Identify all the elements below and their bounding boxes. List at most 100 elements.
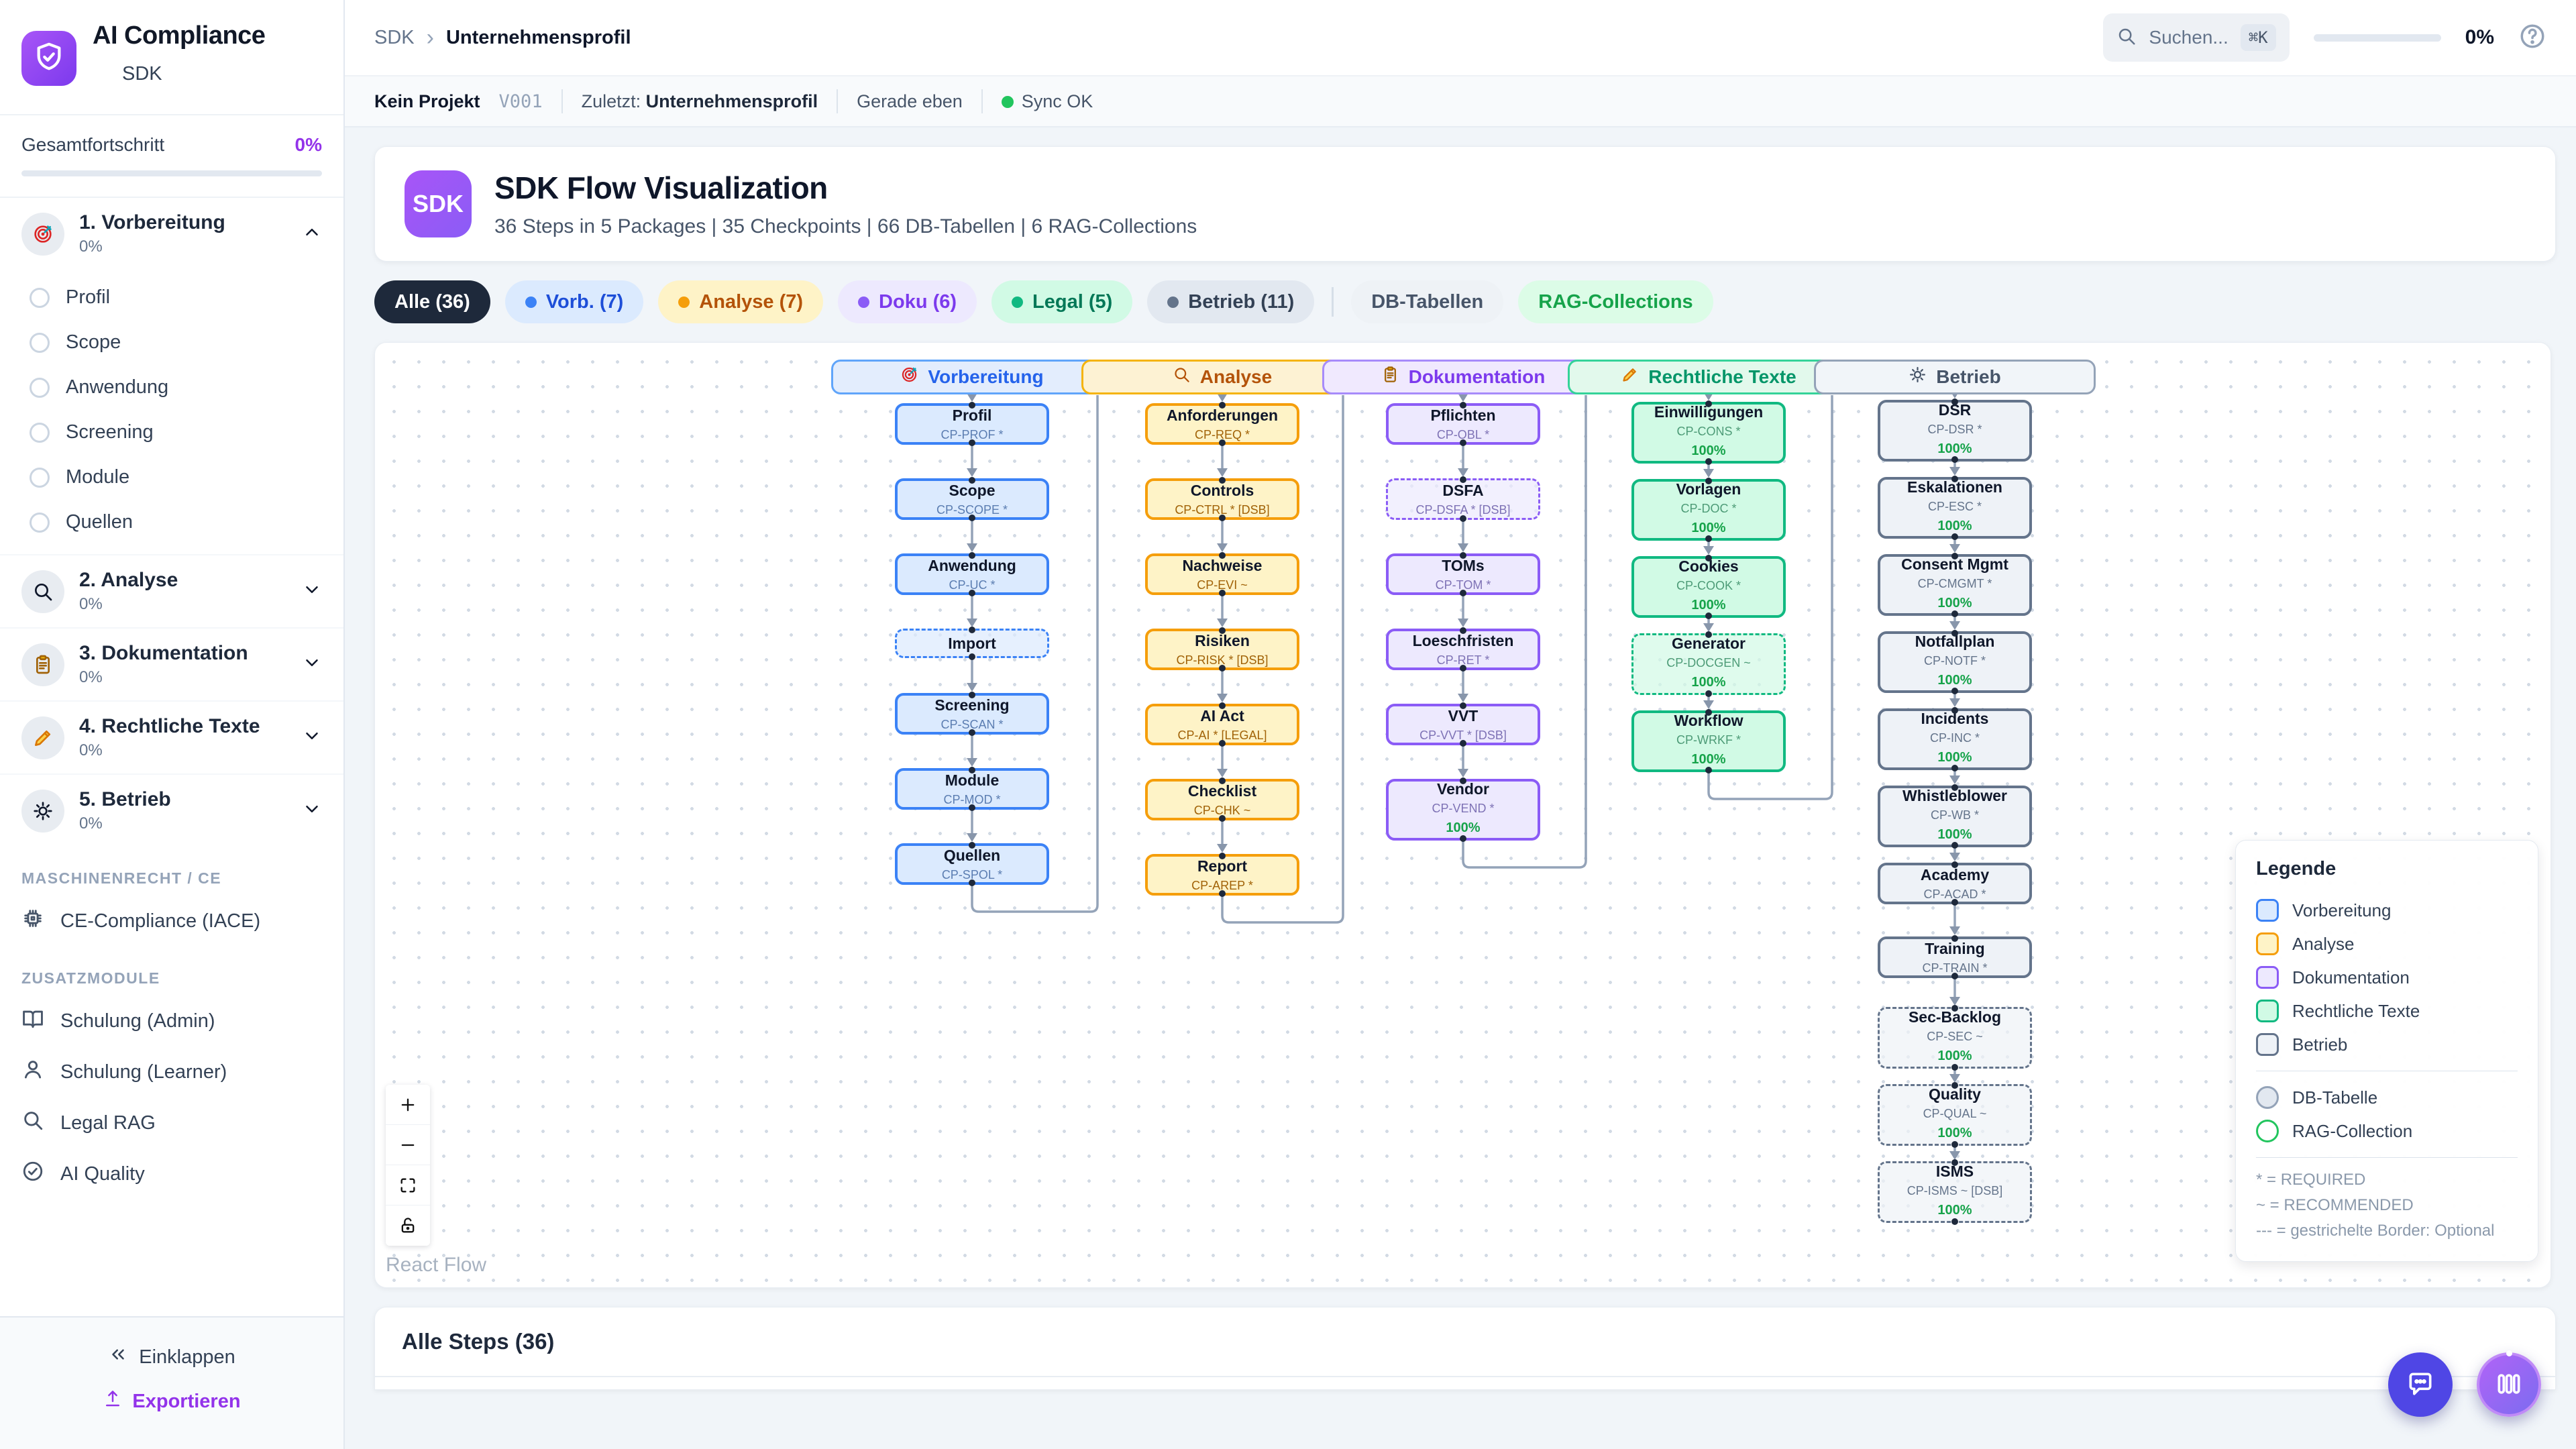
node-handle-top (1951, 707, 1958, 714)
columns-icon (2494, 1369, 2524, 1401)
sidebar-item-anwendung[interactable]: Anwendung (0, 366, 343, 409)
filter-chip-vorb-7-[interactable]: Vorb. (7) (504, 280, 644, 323)
sidebar-item-ce-compliance[interactable]: CE-Compliance (IACE) (0, 896, 343, 947)
node-handle-top (1951, 630, 1958, 637)
filter-chip-db-tabellen[interactable]: DB-Tabellen (1351, 280, 1504, 323)
node-code: CP-CHK ~ (1193, 803, 1251, 817)
filter-chip-analyse-7-[interactable]: Analyse (7) (658, 280, 824, 323)
node-handle-bottom (969, 515, 975, 521)
sidebar-item-quellen[interactable]: Quellen (0, 501, 343, 543)
sidebar-item-label: Quellen (66, 511, 133, 533)
filter-chip-alle-36-[interactable]: Alle (36) (374, 280, 490, 323)
filter-chip-doku-6-[interactable]: Doku (6) (838, 280, 977, 323)
node-handle-bottom (969, 590, 975, 596)
node-title: Screening (934, 696, 1010, 714)
node-handle-bottom (969, 653, 975, 660)
node-handle-bottom (1460, 590, 1466, 596)
export-button[interactable]: Exportieren (0, 1378, 343, 1425)
sidebar-item-legal-rag[interactable]: Legal RAG (0, 1097, 343, 1148)
node-handle-top (1460, 402, 1466, 409)
sidebar-item-schulung-admin-[interactable]: Schulung (Admin) (0, 996, 343, 1046)
flow-node-import[interactable]: Import (895, 627, 1049, 660)
node-handle-top (969, 402, 975, 409)
node-code: CP-CONS * (1676, 424, 1741, 438)
package-header-label: Analyse (1199, 366, 1273, 387)
chat-button[interactable] (2388, 1352, 2453, 1417)
node-code: CP-SCOPE * (936, 502, 1008, 517)
sidebar-item-profil[interactable]: Profil (0, 276, 343, 319)
filter-chip-legal-5-[interactable]: Legal (5) (991, 280, 1133, 323)
zoom-out-button[interactable] (386, 1125, 430, 1165)
sidebar-item-schulung-learner-[interactable]: Schulung (Learner) (0, 1046, 343, 1097)
sidebar-item-ai-quality[interactable]: AI Quality (0, 1148, 343, 1199)
node-progress-value: 100% (1937, 595, 1972, 610)
collapse-label: Einklappen (139, 1346, 235, 1368)
overall-progress: Gesamtfortschritt 0% (0, 114, 343, 197)
search-input[interactable]: Suchen... ⌘K (2103, 13, 2290, 62)
sidebar-item-module[interactable]: Module (0, 456, 343, 498)
breadcrumb-root[interactable]: SDK (374, 26, 415, 48)
node-code: CP-MOD * (943, 792, 1001, 806)
filter-chip-rag-collections[interactable]: RAG-Collections (1518, 280, 1713, 323)
fit-view-button[interactable] (386, 1165, 430, 1205)
help-icon[interactable] (2518, 22, 2546, 54)
filter-chip-betrieb-11-[interactable]: Betrieb (11) (1147, 280, 1315, 323)
page-subtitle: 36 Steps in 5 Packages | 35 Checkpoints … (494, 215, 1197, 237)
lock-button[interactable] (386, 1205, 430, 1246)
node-handle-bottom (1219, 815, 1226, 822)
header-progress-value: 0% (2465, 26, 2494, 48)
chip-label: Alle (36) (394, 290, 470, 313)
chip-label: RAG-Collections (1538, 290, 1693, 313)
legend-swatch (2256, 1000, 2279, 1022)
zoom-in-button[interactable] (386, 1085, 430, 1125)
sidebar-item-screening[interactable]: Screening (0, 411, 343, 453)
node-handle-bottom (969, 804, 975, 811)
collapse-sidebar-button[interactable]: Einklappen (0, 1336, 343, 1378)
sidebar-item-scope[interactable]: Scope (0, 321, 343, 364)
node-handle-top (969, 692, 975, 698)
board-view-button[interactable] (2477, 1350, 2541, 1417)
